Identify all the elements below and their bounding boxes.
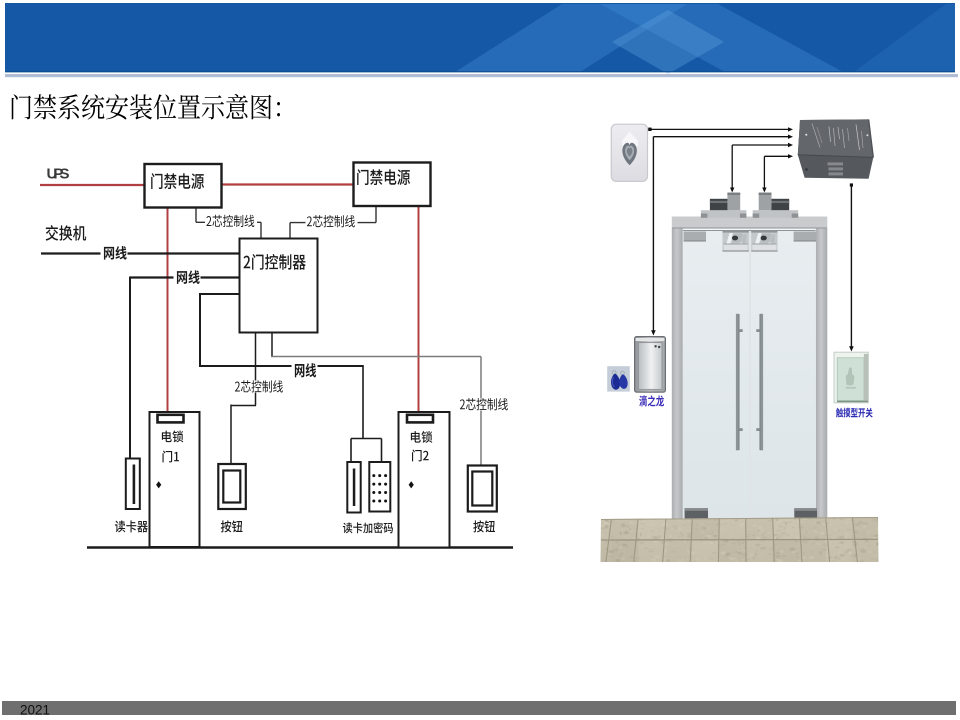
svg-text:UPS: UPS [47,166,70,183]
svg-text:2021: 2021 [20,703,50,718]
